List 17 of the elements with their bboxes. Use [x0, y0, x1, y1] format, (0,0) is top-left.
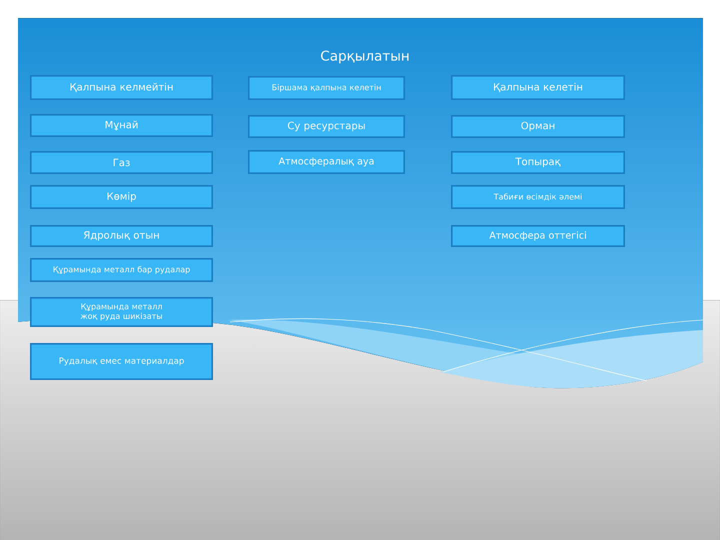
category-box: Топырақ: [451, 151, 625, 174]
category-box: Су ресурстары: [248, 115, 405, 138]
category-box: Көмір: [30, 185, 213, 209]
category-box: Құрамында металл жоқ руда шикізаты: [30, 297, 213, 327]
category-box: Орман: [451, 115, 625, 138]
category-box: Мұнай: [30, 114, 213, 137]
category-box: Ядролық отын: [30, 225, 213, 247]
category-box: Біршама қалпына келетін: [248, 76, 405, 100]
category-box: Рудалық емес материалдар: [30, 343, 213, 380]
category-box: Қалпына келмейтін: [30, 75, 213, 100]
category-box: Қалпына келетін: [451, 75, 625, 100]
category-box: Газ: [30, 151, 213, 174]
category-box: Атмосфера оттегісі: [451, 225, 625, 247]
category-box: Табиғи өсімдік әлемі: [451, 185, 625, 209]
category-box: Құрамында металл бар рудалар: [30, 258, 213, 282]
title: Сарқылатын: [321, 50, 408, 64]
category-box: Атмосфералық ауа: [248, 150, 405, 174]
